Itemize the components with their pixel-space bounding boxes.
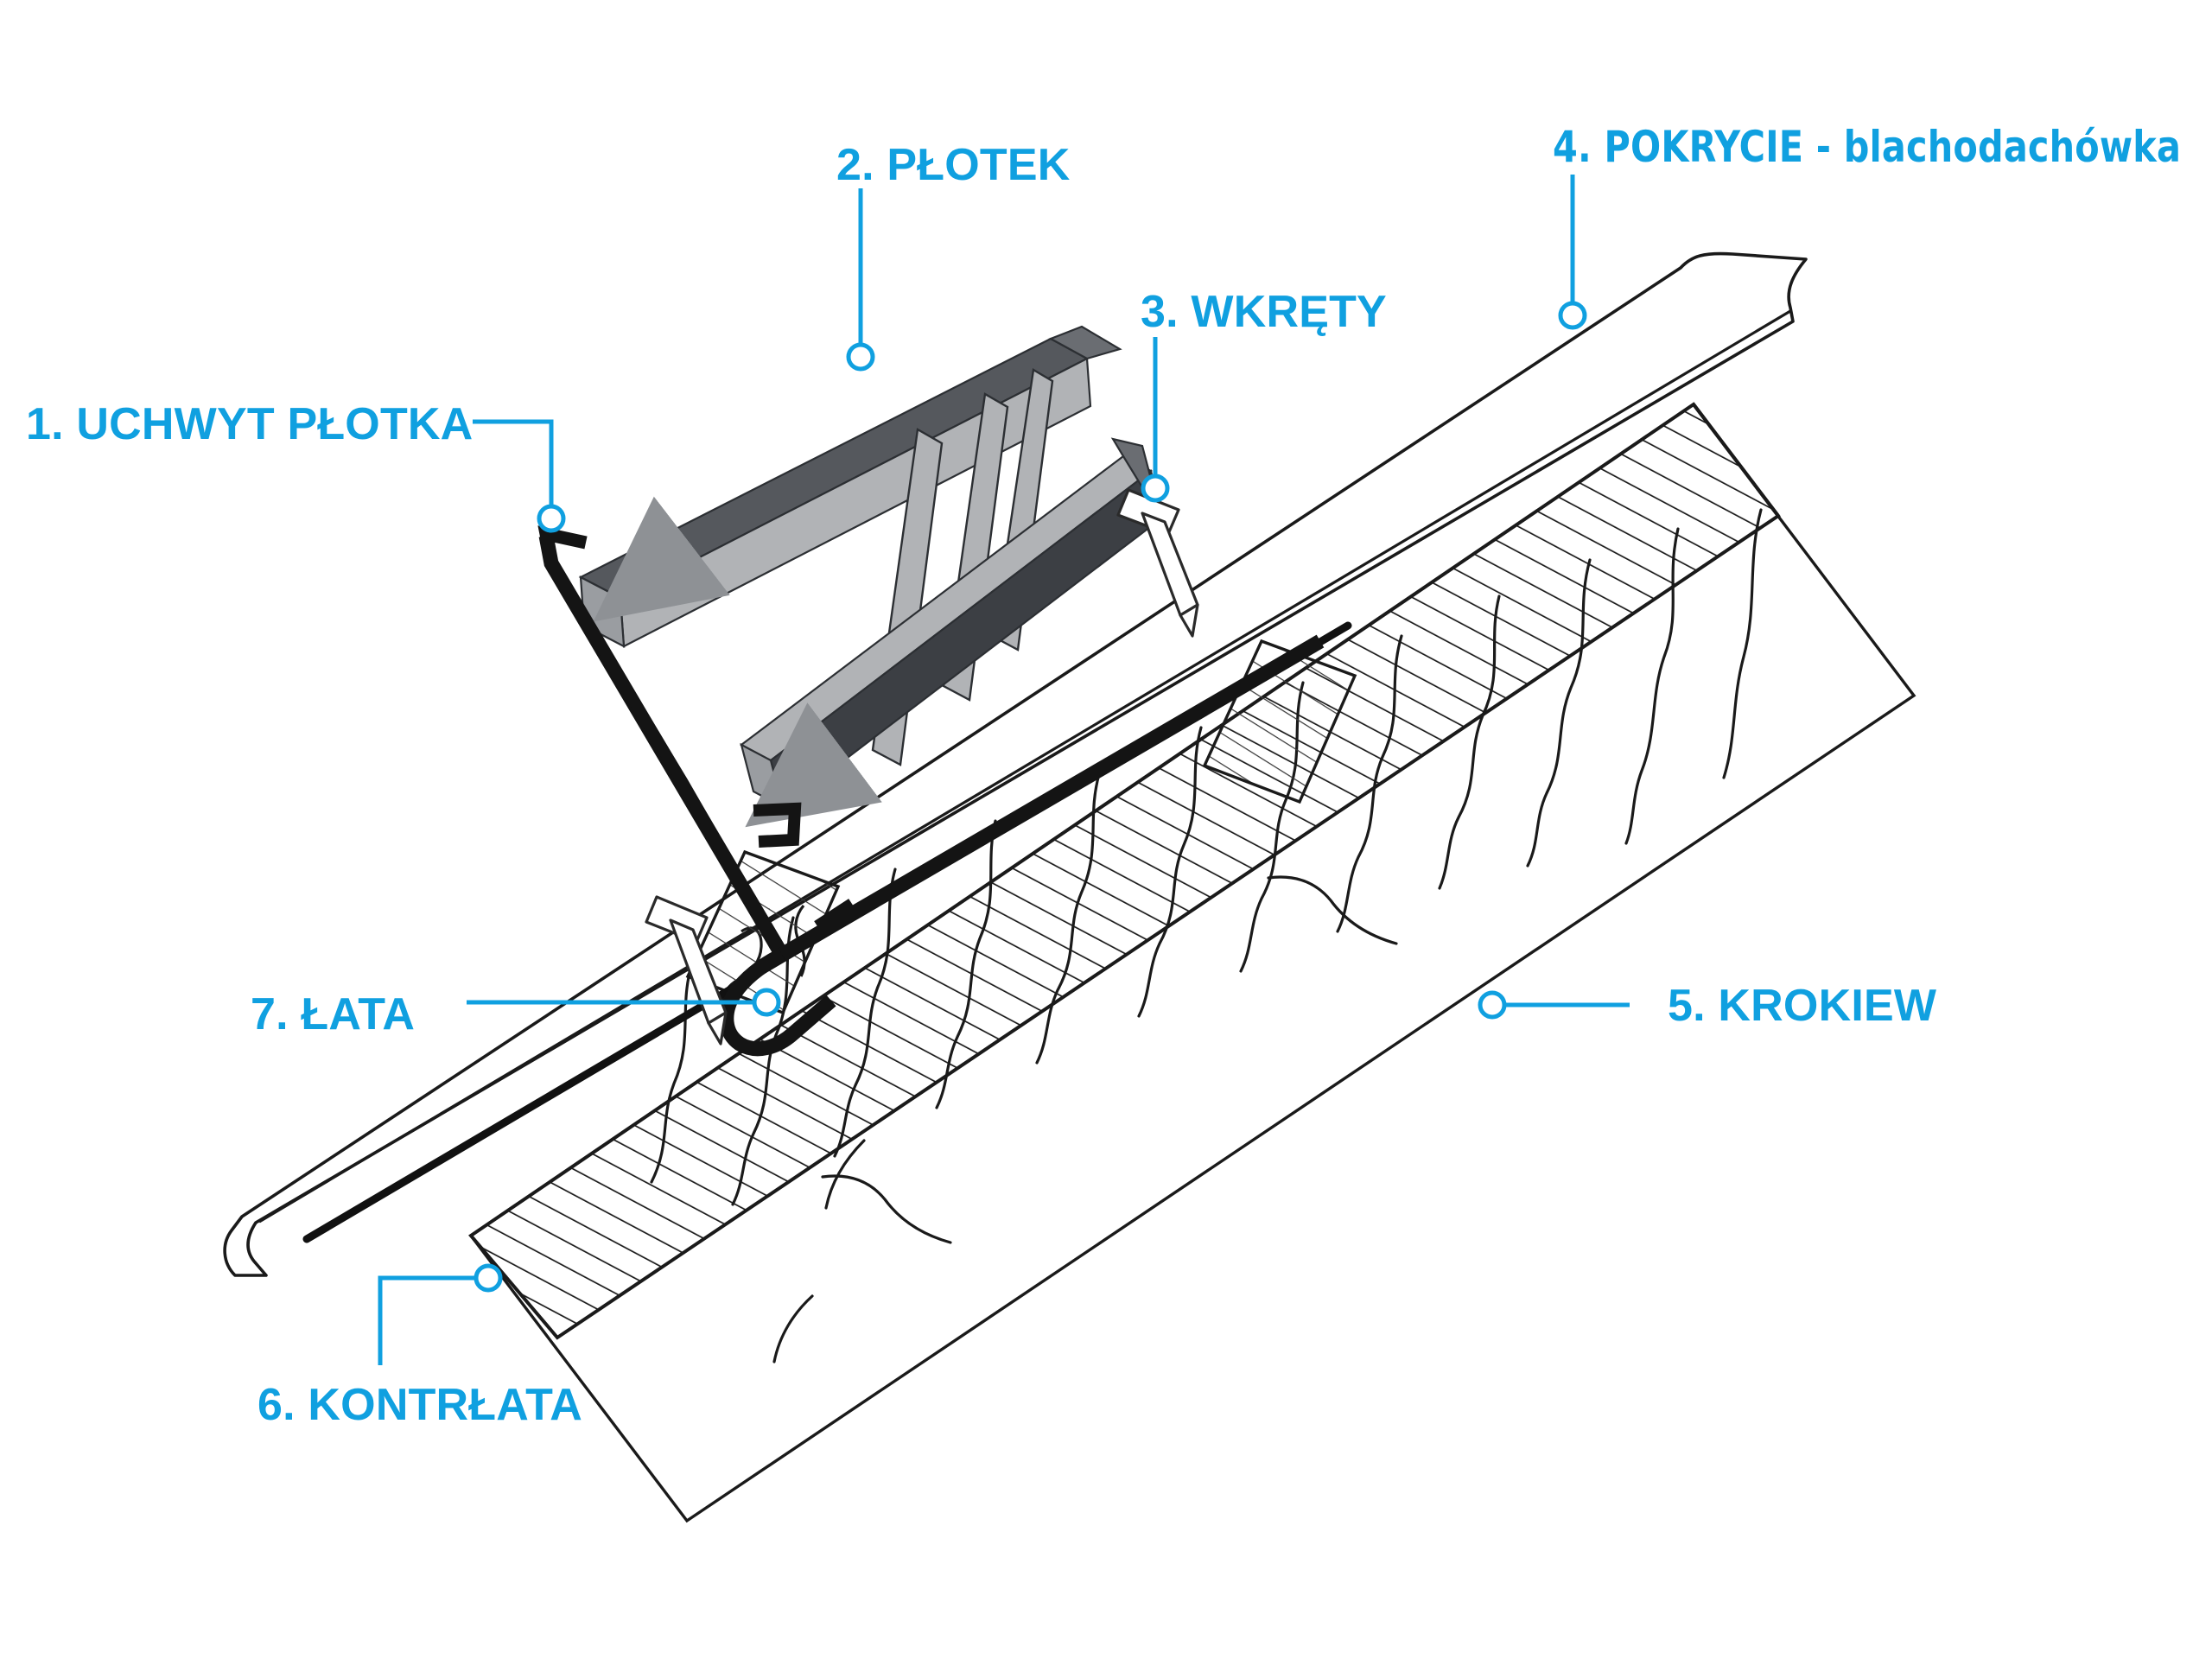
bracket-heel-hook: [719, 948, 836, 1057]
callout-label-krokiew[interactable]: 5. KROKIEW: [1668, 981, 1937, 1031]
bracket-spine: [778, 634, 1325, 962]
fence-rail-upper-tail: [1048, 325, 1122, 360]
bracket-middle-tab: [753, 802, 802, 848]
counter-batten-kontrlata: [468, 402, 1781, 1340]
fence-arrow-upper: [593, 496, 730, 622]
leader-2-plotek[interactable]: [846, 188, 875, 372]
screws-wkrety: [645, 488, 1199, 1046]
counter-batten-edge-top: [1692, 403, 1780, 518]
bracket-uchwyt-plotka: [537, 525, 1325, 1057]
leader-5-krokiew[interactable]: [1478, 990, 1630, 1020]
callout-label-kontrlata[interactable]: 6. KONTRŁATA: [257, 1380, 582, 1430]
leader-3-wkrety[interactable]: [1141, 337, 1170, 503]
leader-1-uchwyt-plotka[interactable]: [473, 419, 566, 533]
fence-insertion-arrows: [593, 496, 882, 828]
screw-upper: [1116, 488, 1199, 638]
roof-sheet-body: [223, 251, 1808, 1277]
roof-sheet-ridge-line: [258, 309, 1791, 1224]
callout-label-uchwyt-plotka[interactable]: 1. UCHWYT PŁOTKA: [26, 399, 474, 449]
leader-6-kontrlata[interactable]: [378, 1263, 503, 1365]
callout-label-wkrety[interactable]: 3. WKRĘTY: [1141, 287, 1387, 337]
callout-leaders: [378, 175, 1630, 1365]
fence-arrow-lower: [745, 702, 882, 828]
callout-label-pokrycie-blachodachowka[interactable]: 4. POKRYCIE - blachodachówka: [1553, 122, 2182, 172]
callout-label-lata[interactable]: 7. ŁATA: [251, 989, 416, 1039]
leader-4-pokrycie[interactable]: [1558, 175, 1587, 330]
screw-upper-tip: [1179, 603, 1199, 638]
leader-7-lata[interactable]: [467, 988, 781, 1017]
screw-lower-tip: [707, 1011, 728, 1046]
callout-label-plotek[interactable]: 2. PŁOTEK: [836, 140, 1071, 190]
bracket-spine-step: [814, 899, 855, 931]
bracket-inner-strut: [567, 594, 787, 958]
batten-section-upper: [1202, 639, 1357, 804]
screw-lower: [645, 895, 728, 1046]
